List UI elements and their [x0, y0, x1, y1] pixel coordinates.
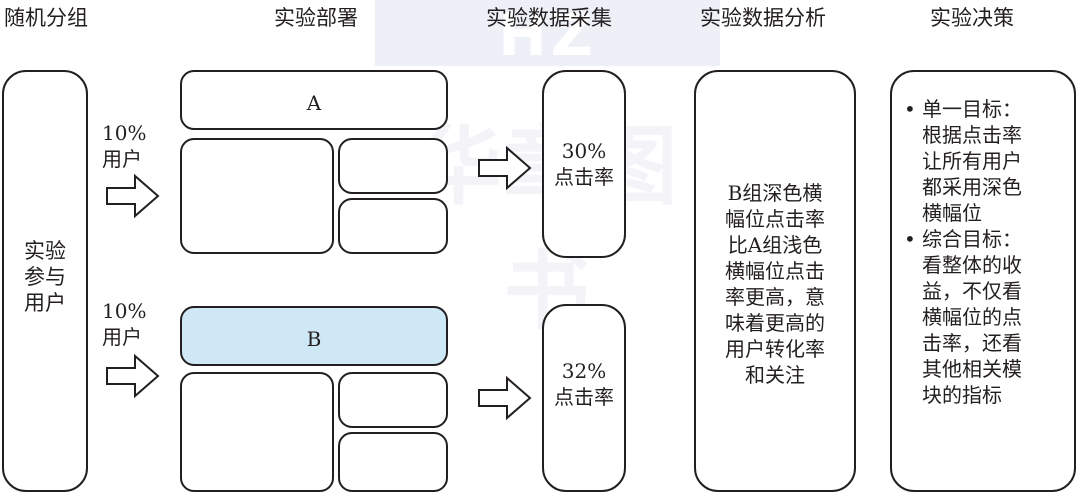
- analysis-line: 幅位点击率: [725, 207, 825, 231]
- decision-line: 横幅位的点: [922, 305, 1022, 329]
- heading-decision: 实验决策: [930, 6, 1014, 30]
- analysis-line: 率更高，意: [725, 285, 825, 309]
- analysis-text: B组深色横 幅位点击率 比A组浅色 横幅位点击 率更高，意 味着更高的 用户转化…: [694, 180, 856, 388]
- decision-line: 根据点击率: [922, 123, 1022, 147]
- variant-a-banner: [180, 70, 448, 130]
- decision-line: 益，不仅看: [922, 279, 1022, 303]
- heading-collect: 实验数据采集: [486, 6, 612, 30]
- analysis-line: 味着更高的: [725, 311, 825, 335]
- variant-a-main-block: [180, 138, 334, 254]
- group-a-share: 10% 用户: [102, 120, 146, 172]
- participants-line: 用户: [24, 291, 66, 315]
- group-a-share-line: 10%: [102, 121, 147, 145]
- group-b-rate-label: 点击率: [554, 385, 614, 409]
- participants-line: 参与: [24, 265, 66, 289]
- group-a-rate-label: 点击率: [554, 165, 614, 189]
- variant-b-side-block: [338, 372, 448, 428]
- analysis-line: 横幅位点击: [725, 259, 825, 283]
- decision-line: 块的指标: [922, 383, 1002, 407]
- variant-a-side-block: [338, 138, 448, 194]
- analysis-line: 比A组浅色: [727, 233, 823, 257]
- decision-line: 横幅位: [922, 201, 982, 225]
- participants-label: 实验 参与 用户: [2, 238, 88, 316]
- variant-a-label: A: [306, 91, 322, 115]
- variant-a-side-block: [338, 198, 448, 254]
- group-b-rate: 32% 点击率: [542, 358, 626, 410]
- decision-line: 击率，还看: [922, 331, 1022, 355]
- decision-line: 其他相关模: [922, 357, 1022, 381]
- group-b-share-line: 用户: [102, 325, 142, 349]
- decision-line: 看整体的收: [922, 253, 1022, 277]
- group-b-share-line: 10%: [102, 299, 147, 323]
- variant-b-banner: [180, 306, 448, 366]
- arrow-right-icon: [106, 173, 160, 219]
- decision-line: 单一目标：: [922, 97, 1022, 121]
- group-b-rate-box: [542, 304, 626, 492]
- variant-b-main-block: [180, 372, 334, 492]
- group-a-share-line: 用户: [102, 147, 142, 171]
- decision-item-single-goal: 单一目标： 根据点击率 让所有用户 都采用深色 横幅位: [900, 96, 1070, 226]
- group-b-share: 10% 用户: [102, 298, 146, 350]
- arrow-right-icon: [478, 145, 532, 191]
- heading-analysis: 实验数据分析: [700, 6, 826, 30]
- heading-deploy: 实验部署: [274, 6, 358, 30]
- decision-line: 综合目标：: [922, 227, 1022, 251]
- heading-random-group: 随机分组: [4, 6, 88, 30]
- analysis-line: B组深色横: [727, 181, 823, 205]
- decision-list: 单一目标： 根据点击率 让所有用户 都采用深色 横幅位 综合目标： 看整体的收 …: [900, 96, 1070, 408]
- variant-b-label: B: [306, 327, 322, 351]
- decision-item-overall-goal: 综合目标： 看整体的收 益，不仅看 横幅位的点 击率，还看 其他相关模 块的指标: [900, 226, 1070, 408]
- group-a-rate-value: 30%: [561, 139, 607, 163]
- decision-line: 让所有用户: [922, 149, 1022, 173]
- analysis-line: 和关注: [745, 363, 805, 387]
- participants-line: 实验: [24, 239, 66, 263]
- group-a-rate: 30% 点击率: [542, 138, 626, 190]
- arrow-right-icon: [478, 375, 532, 421]
- variant-b-side-block: [338, 432, 448, 492]
- analysis-line: 用户转化率: [725, 337, 825, 361]
- group-a-rate-box: [542, 70, 626, 258]
- arrow-right-icon: [106, 353, 160, 399]
- participants-box: [2, 70, 88, 492]
- analysis-box: [694, 70, 856, 492]
- decision-line: 都采用深色: [922, 175, 1022, 199]
- group-b-rate-value: 32%: [561, 359, 607, 383]
